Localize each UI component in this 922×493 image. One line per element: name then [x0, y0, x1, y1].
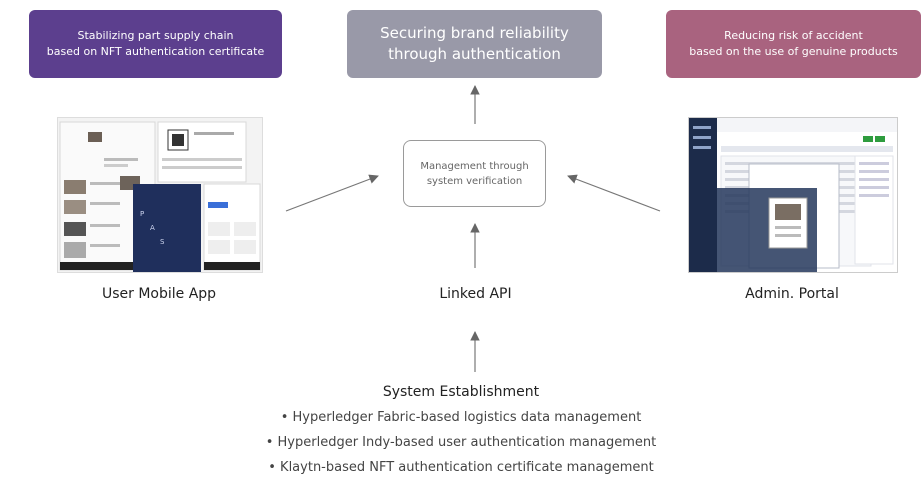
supply-chain-banner-line-2: based on NFT authentication certificate: [46, 45, 265, 58]
system-establishment-title: System Establishment: [382, 384, 540, 400]
supply-chain-banner: Stabilizing part supply chain based on N…: [29, 10, 282, 78]
mobile-app-screenshot: P A S: [57, 117, 263, 273]
accident-risk-banner: Reducing risk of accident based on the u…: [666, 10, 921, 78]
system-item-klaytn: • Klaytn-based NFT authentication certif…: [268, 460, 654, 475]
arrow-admin-to-center: [567, 174, 661, 212]
arrow-mobile-to-center: [285, 174, 379, 212]
brand-reliability-banner-line-1: Securing brand reliability: [380, 24, 569, 42]
system-item-fabric: • Hyperledger Fabric-based logistics dat…: [280, 410, 642, 425]
linked-api-label: Linked API: [439, 286, 512, 302]
accident-risk-banner-line-2: based on the use of genuine products: [689, 45, 898, 58]
brand-reliability-banner-line-2: through authentication: [388, 45, 561, 63]
admin-portal-label: Admin. Portal: [745, 286, 839, 302]
system-verification-box: Management through system verification: [403, 140, 546, 207]
brand-reliability-banner: Securing brand reliability through authe…: [347, 10, 602, 78]
admin-portal-mock: [689, 118, 897, 272]
system-verification-line-1: Management through: [420, 160, 529, 172]
admin-portal-screenshot: [688, 117, 898, 273]
accident-risk-banner-line-1: Reducing risk of accident: [724, 29, 863, 42]
svg-text:A: A: [150, 224, 155, 232]
svg-text:P: P: [140, 210, 144, 218]
system-verification-line-2: system verification: [426, 175, 523, 187]
supply-chain-banner-line-1: Stabilizing part supply chain: [77, 29, 234, 42]
mobile-app-collage: P A S: [59, 121, 261, 272]
svg-text:S: S: [160, 238, 165, 246]
user-mobile-app-label: User Mobile App: [101, 286, 217, 302]
system-item-indy: • Hyperledger Indy-based user authentica…: [265, 435, 657, 450]
